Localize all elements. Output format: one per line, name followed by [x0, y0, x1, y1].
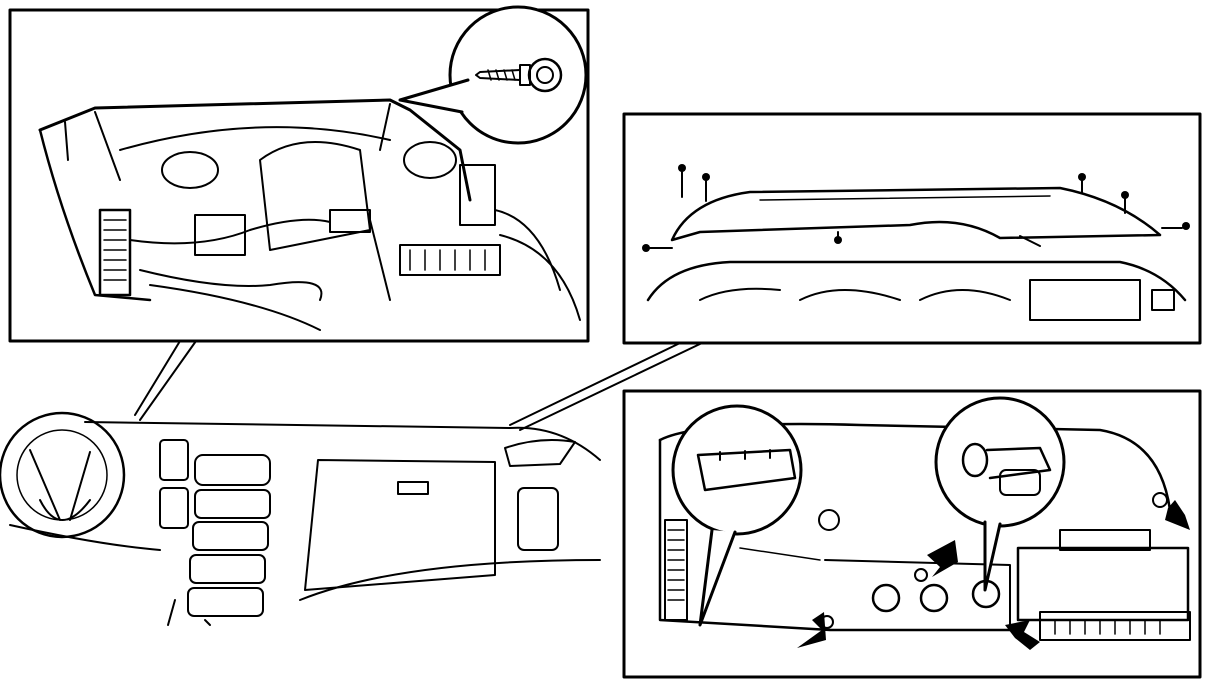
screw-icon — [678, 164, 686, 198]
screw-icon — [834, 231, 842, 244]
leader-line — [134, 340, 197, 421]
panel-instrument-cluster-rear — [8, 5, 590, 343]
arrow-icon — [1165, 500, 1190, 530]
arrow-icon — [1005, 620, 1040, 650]
panel-cluster-bulb-removal — [622, 389, 1202, 679]
screw-icon — [1121, 191, 1129, 214]
screw-icon — [702, 173, 710, 202]
bulb-socket-icon — [961, 442, 1052, 496]
connector-icon — [696, 448, 797, 492]
callout-bubble — [934, 396, 1066, 528]
callout-bubble — [671, 404, 803, 536]
panel-dash-pad-removal — [622, 112, 1202, 345]
screw-icon — [1078, 173, 1086, 194]
callout-bubble — [448, 5, 588, 145]
arrow-icon — [927, 540, 958, 577]
screw-icon — [475, 57, 563, 93]
bulb-socket — [919, 583, 949, 613]
screw-icon — [642, 244, 673, 252]
steering-wheel — [0, 411, 126, 539]
arrow-icon — [797, 612, 826, 648]
bulb-socket — [871, 583, 901, 613]
screw-icon — [1161, 222, 1190, 230]
dashboard-overview — [0, 340, 703, 626]
leader-line — [509, 342, 703, 431]
